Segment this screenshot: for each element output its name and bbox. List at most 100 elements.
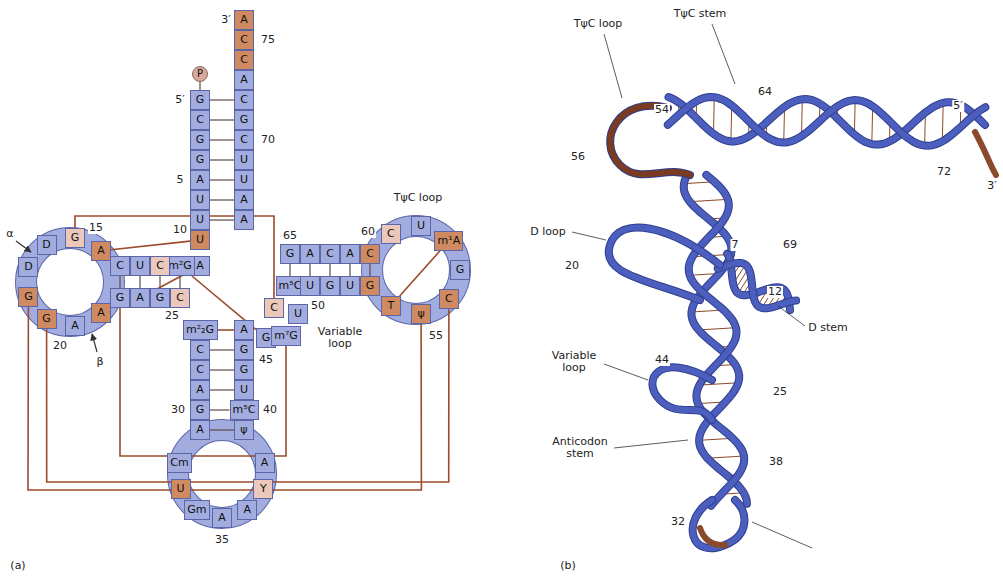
callout-number: 75 — [260, 34, 276, 46]
connector-line — [179, 276, 180, 288]
connector-line — [28, 307, 421, 491]
nucleotide-letter: A — [240, 321, 248, 339]
nucleotide-box: A — [65, 316, 85, 336]
callout-number: 40 — [262, 404, 278, 416]
nucleotide-letter: U — [306, 277, 314, 295]
base-pair-line — [180, 276, 181, 288]
part-label: 3′ — [220, 14, 232, 26]
nucleotide-box: U — [190, 190, 210, 210]
nucleotide-box: G — [18, 287, 38, 307]
nucleotide-letter: G — [42, 310, 51, 328]
base-pair-line — [210, 200, 234, 201]
nucleotide-box: A — [91, 303, 111, 323]
nucleotide-box: G — [65, 228, 85, 248]
base-pair-line — [210, 350, 234, 351]
base-pair-line — [210, 410, 230, 411]
nucleotide-box: ψ — [411, 304, 431, 324]
nucleotide-box: G — [190, 400, 210, 420]
nucleotide-letter: U — [417, 217, 425, 235]
nucleotide-letter: Cm — [170, 454, 188, 472]
connector-line — [210, 349, 234, 350]
part-label: (b) — [559, 560, 577, 572]
nucleotide-box: U — [234, 380, 254, 400]
base-pair-line — [210, 160, 234, 161]
connector-line — [218, 329, 235, 331]
base-pair-line — [210, 220, 234, 221]
nucleotide-letter: C — [196, 341, 204, 359]
callout-number: 20 — [564, 260, 580, 272]
nucleotide-letter: U — [196, 231, 204, 249]
callout-number: 45 — [258, 354, 274, 366]
base-pair-line — [350, 264, 351, 276]
nucleotide-box: m⁵C — [230, 400, 259, 420]
callout-number: 12 — [767, 286, 783, 298]
nucleotide-letter: m²₂G — [186, 321, 214, 339]
callout-number: 69 — [782, 239, 798, 251]
callout-number: 32 — [670, 516, 686, 528]
nucleotide-letter: Gm — [187, 501, 206, 519]
nucleotide-letter: G — [196, 151, 205, 169]
backbone-ribbon — [689, 175, 745, 506]
nucleotide-box: U — [130, 256, 150, 276]
nucleotide-box: C — [150, 256, 170, 276]
phosphate-label: P — [197, 67, 203, 81]
part-label: Variable loop — [546, 350, 602, 374]
nucleotide-letter: m¹A — [438, 232, 461, 250]
nucleotide-letter: G — [71, 229, 80, 247]
nucleotide-letter: U — [294, 305, 302, 323]
nucleotide-box: Y — [253, 479, 273, 499]
base-pair-line — [210, 390, 234, 391]
connector-line — [210, 159, 234, 160]
part-label: Anticodon stem — [549, 436, 611, 460]
tertiary-interaction-line — [120, 308, 286, 456]
connector-line — [349, 264, 350, 276]
nucleotide-box: Cm — [167, 453, 192, 473]
connector-line — [210, 199, 234, 200]
tertiary-interaction-line — [28, 307, 421, 491]
part-label: (a) — [9, 560, 26, 572]
connector-line — [139, 276, 140, 288]
nucleotide-box: U — [411, 216, 431, 236]
nucleotide-letter: A — [196, 381, 204, 399]
connector-line — [309, 264, 310, 276]
nucleotide-letter: Y — [260, 480, 267, 498]
nucleotide-box: U — [234, 170, 254, 190]
nucleotide-letter: G — [240, 361, 249, 379]
loop-ring — [26, 226, 460, 518]
nucleotide-letter: U — [136, 257, 144, 275]
nucleotide-box: C — [170, 288, 190, 308]
nucleotide-box: A — [234, 190, 254, 210]
callout-number: 65 — [282, 230, 298, 242]
base-pair-line — [290, 264, 291, 276]
part-label: 3′ — [986, 180, 998, 192]
nucleotide-box: U — [288, 304, 308, 324]
nucleotide-letter: U — [240, 171, 248, 189]
nucleotide-box: U — [300, 276, 320, 296]
nucleotide-letter: A — [306, 245, 314, 263]
nucleotide-letter: m⁷G — [274, 327, 298, 345]
nucleotide-letter: A — [261, 454, 269, 472]
nucleotide-letter: A — [240, 191, 248, 209]
tertiary-interaction-line — [111, 241, 190, 250]
connector-line — [210, 369, 234, 370]
nucleotide-letter: C — [116, 257, 124, 275]
nucleotide-letter: G — [456, 261, 465, 279]
callout-number: 35 — [214, 534, 230, 546]
nucleotide-letter: C — [366, 245, 374, 263]
nucleotide-box: U — [171, 479, 191, 499]
callout-number: 10 — [172, 224, 188, 236]
nucleotide-box: A — [300, 244, 320, 264]
nucleotide-letter: C — [196, 111, 204, 129]
nucleotide-letter: A — [240, 71, 248, 89]
nucleotide-box: A — [212, 508, 232, 528]
nucleotide-letter: A — [240, 211, 248, 229]
nucleotide-box: G — [320, 276, 340, 296]
base-pair-rung — [730, 105, 732, 141]
connector-line — [111, 241, 190, 250]
callout-number: 15 — [88, 222, 104, 234]
callout-number: 64 — [757, 86, 773, 98]
nucleotide-letter: C — [240, 51, 248, 69]
base-pair-line — [210, 140, 234, 141]
nucleotide-box: D — [18, 257, 38, 277]
nucleotide-letter: T — [387, 297, 394, 315]
